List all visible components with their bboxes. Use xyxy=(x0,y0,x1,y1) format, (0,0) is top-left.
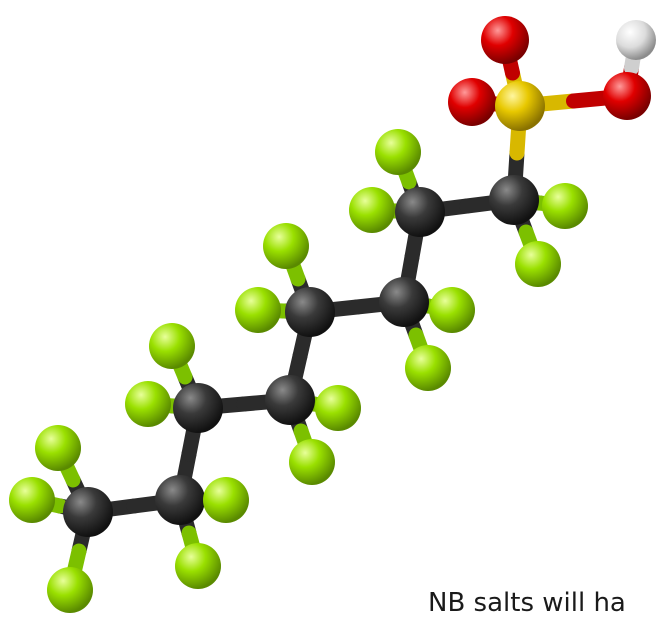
carbon-atom-c5 xyxy=(285,287,335,337)
fluorine-atom-f6b xyxy=(405,345,451,391)
carbon-atom-c1 xyxy=(63,487,113,537)
carbon-atom-c7 xyxy=(395,187,445,237)
carbon-atom-c2 xyxy=(155,475,205,525)
fluorine-atom-f6a xyxy=(429,287,475,333)
fluorine-atom-f2b xyxy=(175,543,221,589)
oxygen-atom-o3 xyxy=(603,72,651,120)
fluorine-atom-f3b xyxy=(125,381,171,427)
fluorine-atom-f1b xyxy=(9,477,55,523)
oxygen-atom-o1 xyxy=(481,16,529,64)
fluorine-atom-f7b xyxy=(349,187,395,233)
carbon-atom-c3 xyxy=(173,383,223,433)
fluorine-atom-f7a xyxy=(375,129,421,175)
carbon-atom-c8 xyxy=(489,175,539,225)
fluorine-atom-f4b xyxy=(289,439,335,485)
fluorine-atom-f5b xyxy=(235,287,281,333)
caption-text: NB salts will ha xyxy=(428,588,626,618)
atoms-layer xyxy=(9,16,656,613)
oxygen-atom-o2 xyxy=(448,78,496,126)
carbon-atom-c6 xyxy=(379,277,429,327)
fluorine-atom-f1a xyxy=(35,425,81,471)
fluorine-atom-f4a xyxy=(315,385,361,431)
fluorine-atom-f3a xyxy=(149,323,195,369)
sulfur-atom-s xyxy=(495,81,545,131)
fluorine-atom-f5a xyxy=(263,223,309,269)
fluorine-atom-f2a xyxy=(203,477,249,523)
fluorine-atom-f1c xyxy=(47,567,93,613)
fluorine-atom-f8a xyxy=(542,183,588,229)
carbon-atom-c4 xyxy=(265,375,315,425)
fluorine-atom-f8b xyxy=(515,241,561,287)
hydrogen-atom-h xyxy=(616,20,656,60)
